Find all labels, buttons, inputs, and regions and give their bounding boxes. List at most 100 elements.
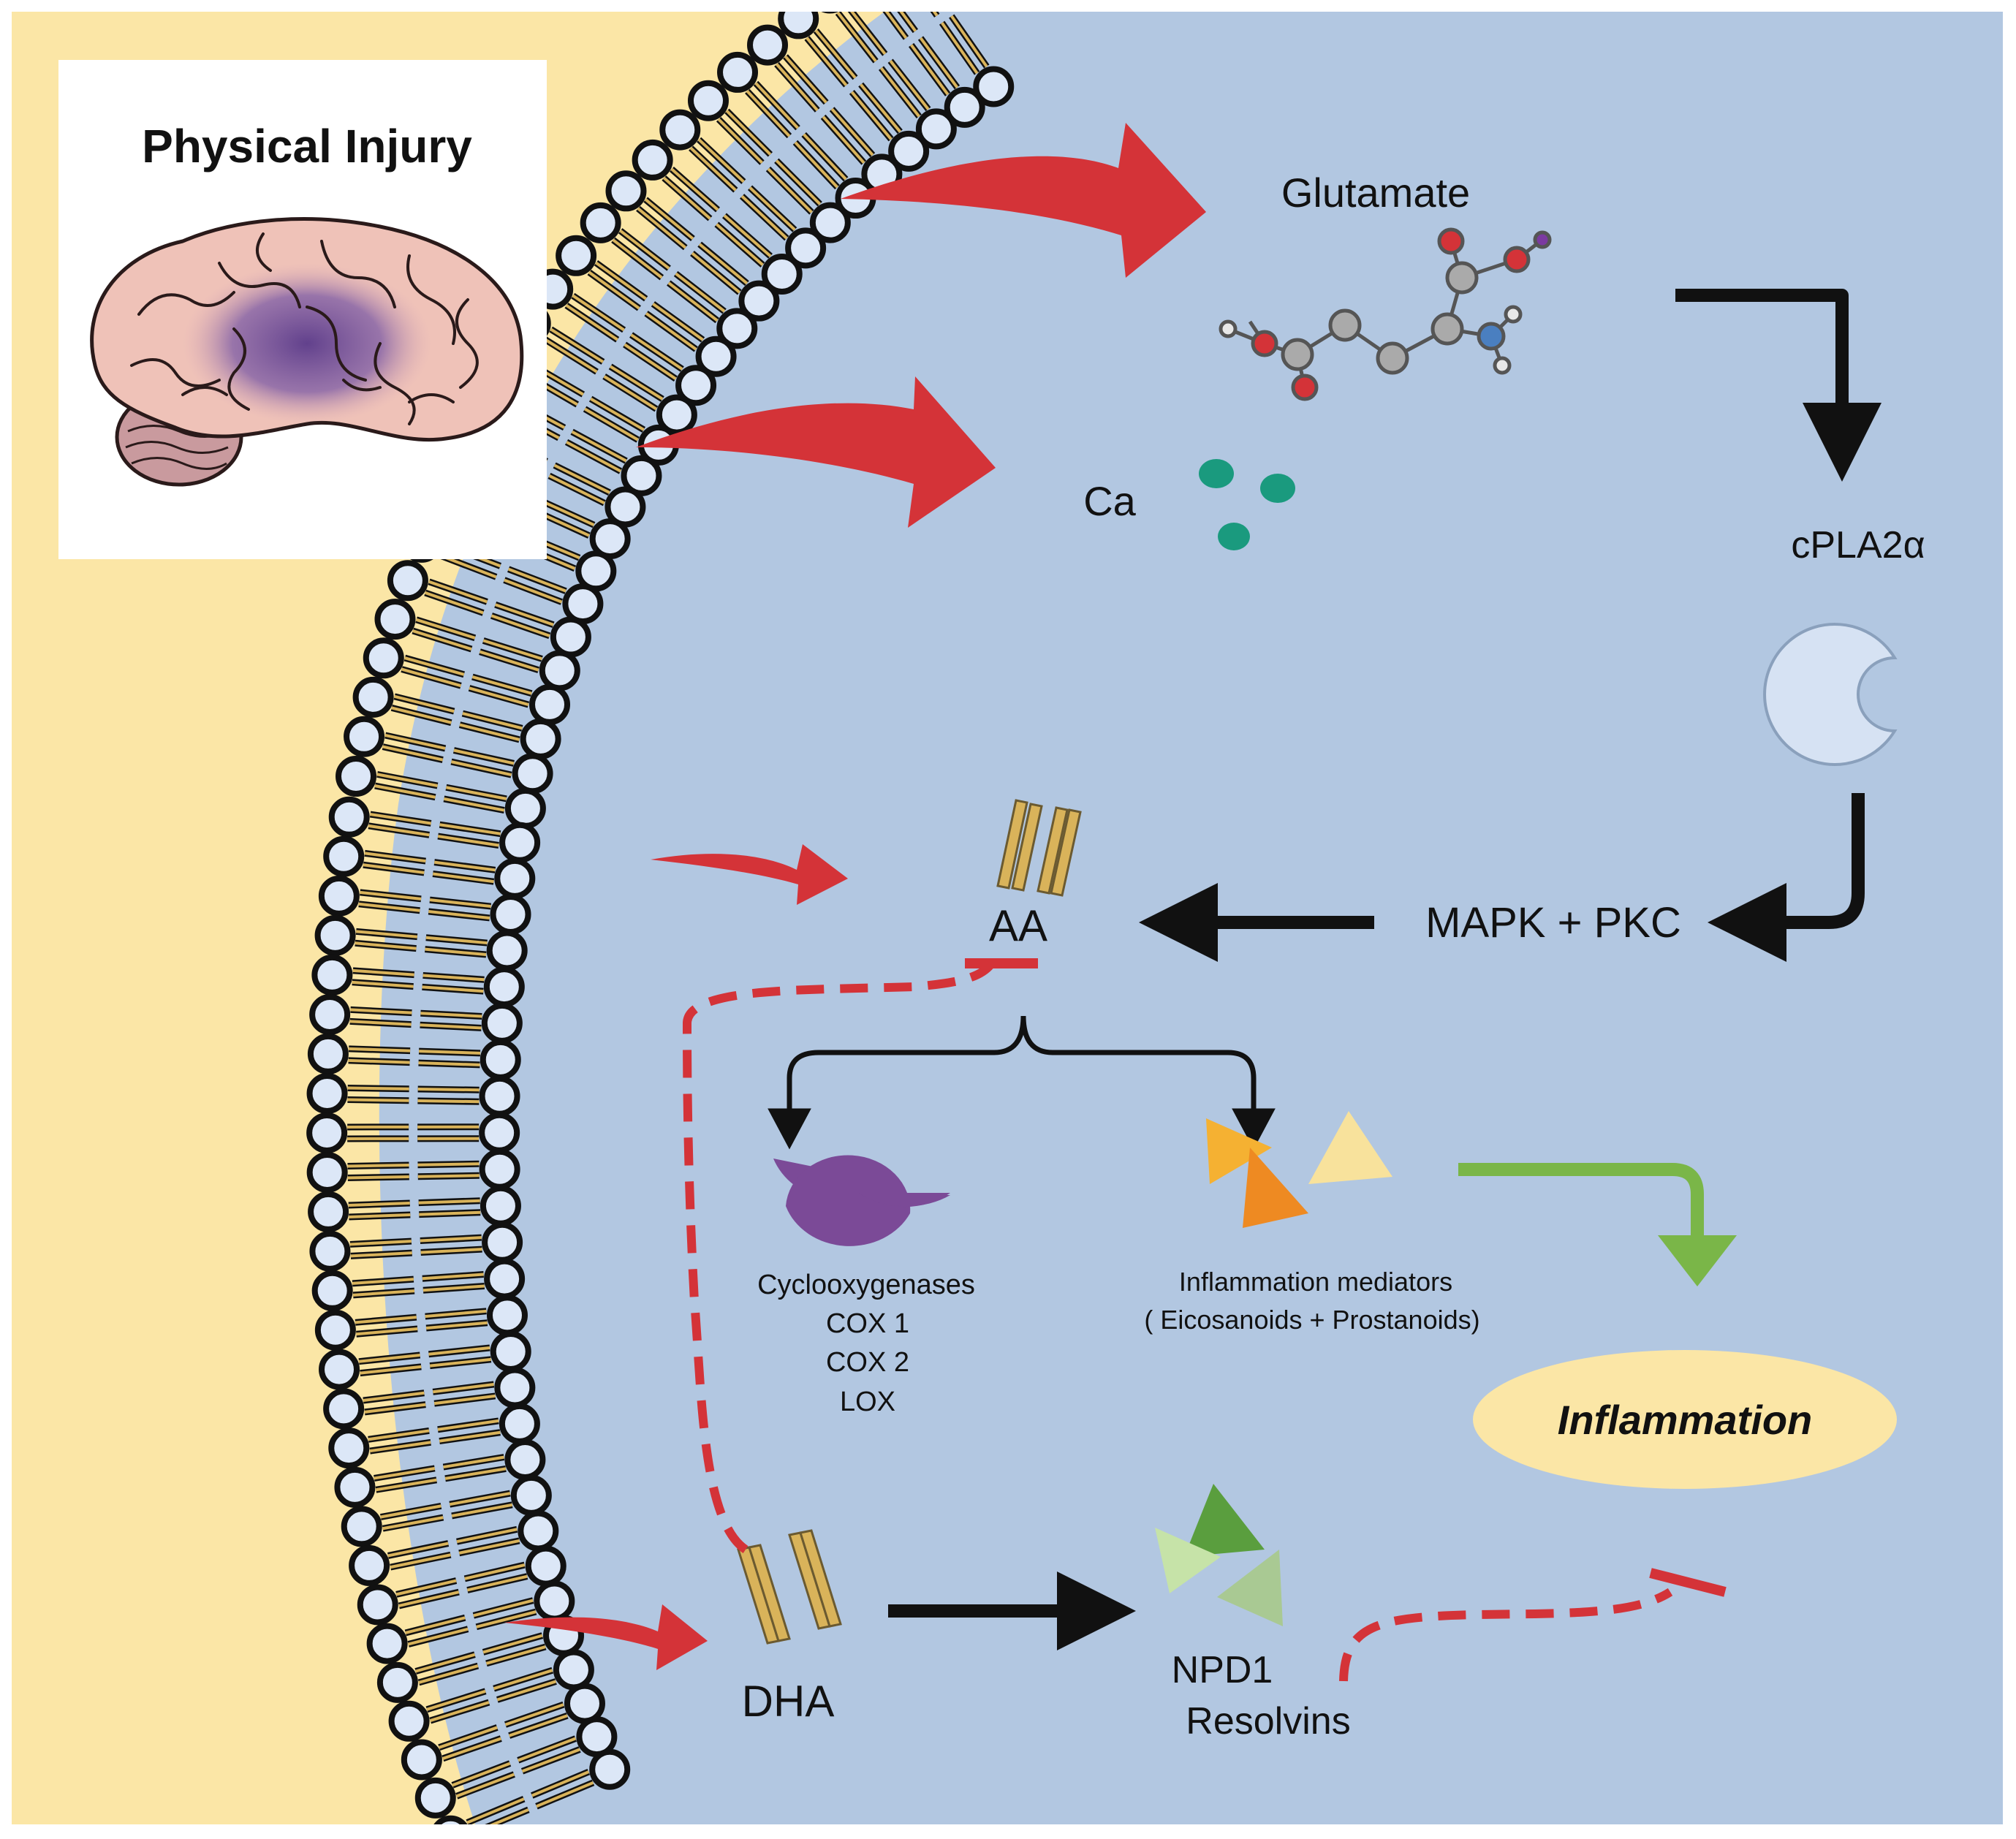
lipid-tail [495, 603, 554, 626]
glutamate-label: Glutamate [1281, 170, 1470, 216]
lipid-tail [716, 223, 764, 266]
phospholipid-head [344, 716, 385, 757]
lipid-tail [347, 1163, 409, 1168]
phospholipid-head [480, 1039, 521, 1080]
phospholipid-head [311, 1270, 353, 1311]
lipid-tail [458, 1539, 520, 1555]
lipid-tail [746, 90, 791, 137]
lipid-tail [814, 29, 857, 79]
cox1-label: COX 1 [826, 1308, 909, 1339]
lipid-tail [380, 1504, 442, 1519]
lipid-tail [784, 55, 827, 104]
lipid-tail [398, 1590, 460, 1607]
lipid-tail [910, 44, 950, 96]
lipid-tail [364, 1403, 426, 1414]
lipid-tail [637, 207, 686, 249]
lipid-tail [347, 1175, 409, 1180]
phospholipid-head [761, 253, 803, 295]
phospholipid-head [675, 365, 717, 406]
lipid-tail [374, 784, 436, 799]
phospholipid-head [499, 1403, 540, 1444]
inhibition-lines [682, 958, 1727, 1682]
lipid-tail [384, 734, 446, 750]
lipid-tail [412, 629, 472, 651]
lipid-tail [479, 650, 539, 672]
phospholipid-head [349, 1544, 390, 1586]
phospholipid-head [376, 1661, 418, 1703]
lipid-tail [449, 1492, 511, 1506]
lipid-tail [544, 338, 598, 374]
lipid-tail [355, 941, 417, 950]
lipid-tail [443, 797, 505, 812]
lipid-tail [850, 91, 893, 140]
lipid-tail [912, 0, 947, 9]
lipid-tail [504, 1703, 564, 1726]
phospholipid-head [341, 1506, 382, 1547]
lipid-tail [645, 312, 697, 351]
lipid-tail [444, 1467, 507, 1480]
lipid-tail [462, 712, 523, 730]
phospholipid-head [494, 1367, 536, 1408]
phospholipid-head [306, 1112, 348, 1153]
lipid-tail [419, 1050, 481, 1055]
lipid-tail [419, 1210, 481, 1216]
lipid-tail [418, 1061, 480, 1066]
phospholipid-head [529, 683, 571, 725]
lipid-tail [836, 12, 877, 62]
lipid-tail [603, 375, 657, 411]
phospholipid-head [656, 394, 697, 436]
lipid-tail [553, 463, 610, 494]
phospholipid-head [494, 857, 536, 899]
lipid-tail [364, 852, 426, 863]
lipid-tail [428, 580, 488, 604]
cox2-label: COX 2 [826, 1347, 909, 1378]
lipid-tail [670, 167, 719, 211]
lipid-tail [691, 251, 740, 294]
lipid-tail [723, 214, 772, 257]
phospholipid-head [314, 1309, 356, 1351]
lipid-tail [464, 1563, 526, 1580]
phospholipid-head [357, 1584, 398, 1626]
phospholipid-head [363, 637, 404, 679]
lipid-tail [358, 1353, 420, 1363]
lipid-tail [432, 872, 494, 884]
phospholipid-head [575, 550, 617, 592]
lipid-tail [408, 1627, 469, 1646]
phospholipid-head [480, 1185, 521, 1226]
npd1-label: NPD1 [1172, 1649, 1273, 1691]
lipid-tail [428, 1346, 490, 1356]
lipid-tail [363, 863, 425, 874]
lipid-tail [471, 675, 532, 695]
lipid-tail [698, 243, 749, 285]
lipid-tail [391, 706, 452, 724]
lipid-tail [740, 194, 788, 240]
phospholipid-head [307, 1033, 349, 1074]
lipid-tail [417, 1162, 480, 1167]
phospholipid-head [738, 280, 780, 322]
phospholipid-head [414, 1777, 456, 1819]
aa-branch-bracket [768, 1015, 1276, 1150]
phospholipid-head [778, 12, 819, 39]
lipid-tail [899, 12, 917, 32]
lipid-tail [548, 474, 605, 505]
lipid-tail [352, 1278, 414, 1285]
lipid-tail [803, 133, 847, 181]
phospholipid-head [486, 1294, 528, 1336]
lipid-tail [485, 1645, 546, 1665]
phospholipid-head [328, 796, 370, 838]
lipid-tail [496, 1680, 557, 1702]
lipid-tail [405, 1616, 466, 1634]
lipid-tail [590, 397, 645, 431]
lipid-tail [349, 1240, 412, 1246]
lipid-tail [452, 1762, 511, 1787]
lipid-tail [652, 303, 704, 341]
lipid-tail [420, 1023, 482, 1030]
lipid-tail [387, 1542, 449, 1558]
lipid-tail [348, 1202, 410, 1207]
phospholipid-head [747, 24, 789, 66]
phospholipid-head [309, 993, 351, 1035]
influx-arrow-glutamate [841, 123, 1206, 278]
lipid-tail [504, 578, 563, 604]
glutamate-to-cpla2a-arrow [1675, 289, 1882, 482]
phospholipid-head [486, 930, 528, 971]
